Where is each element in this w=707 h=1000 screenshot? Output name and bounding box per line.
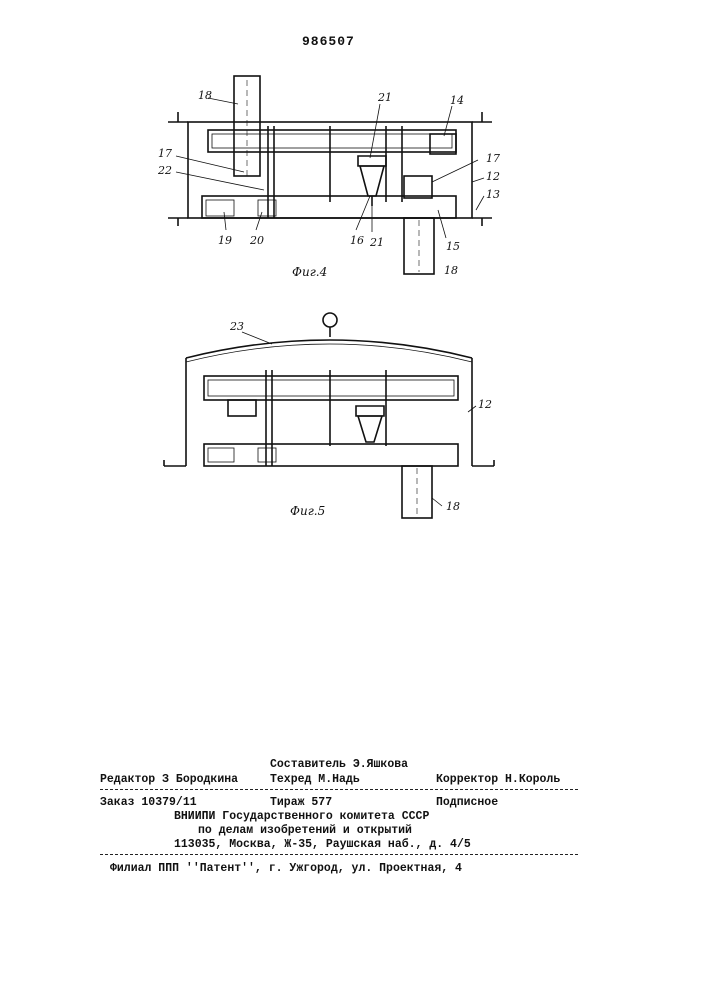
imprint-circulation: Тираж 577: [270, 796, 332, 809]
callout-12-fig5: 12: [478, 398, 492, 411]
figure-5-drawing: 23 12 18: [0, 300, 707, 530]
lower-disc: [202, 196, 456, 218]
callout-18-bottom: 18: [444, 264, 458, 277]
callout-17-left: 17: [158, 147, 172, 160]
imprint-org-line1: ВНИИПИ Государственного комитета СССР: [174, 810, 429, 823]
imprint-org-line2: по делам изобретений и открытий: [198, 824, 412, 837]
imprint-subscription: Подписное: [436, 796, 498, 809]
callout-21-bottom: 21: [369, 236, 384, 249]
callout-13: 13: [486, 188, 500, 201]
callout-20: 20: [249, 234, 264, 247]
imprint-editor: Редактор З Бородкина: [100, 773, 238, 786]
imprint-order: Заказ 10379/11: [100, 796, 197, 809]
callout-19: 19: [218, 234, 232, 247]
callout-17-right: 17: [486, 152, 500, 165]
imprint-address: 113035, Москва, Ж-35, Раушская наб., д. …: [174, 838, 471, 851]
divider: [100, 854, 578, 855]
callout-18-fig5: 18: [446, 500, 460, 513]
figure-5-caption: Фиг.5: [290, 504, 325, 518]
callout-14: 14: [450, 94, 464, 107]
upper-disc: [208, 130, 456, 152]
callout-23: 23: [229, 320, 244, 333]
figure-4-drawing: 18 21 14 17 22 17 12 13 19 20 16 21 15 1…: [0, 0, 707, 300]
callout-15: 15: [446, 240, 460, 253]
imprint-corrector: Корректор Н.Король: [436, 773, 560, 786]
imprint-compiler: Составитель Э.Яшкова: [270, 758, 408, 771]
divider: [100, 789, 578, 790]
callout-21-top: 21: [377, 91, 392, 104]
callout-12: 12: [486, 170, 500, 183]
imprint-branch: Филиал ППП ''Патент'', г. Ужгород, ул. П…: [110, 862, 462, 875]
imprint-techeditor: Техред М.Надь: [270, 773, 360, 786]
callout-18-top: 18: [198, 89, 212, 102]
callout-22: 22: [157, 164, 172, 177]
dome-cover: [186, 340, 472, 358]
figure-4-caption: Фиг.4: [292, 265, 327, 279]
callout-16: 16: [350, 234, 364, 247]
